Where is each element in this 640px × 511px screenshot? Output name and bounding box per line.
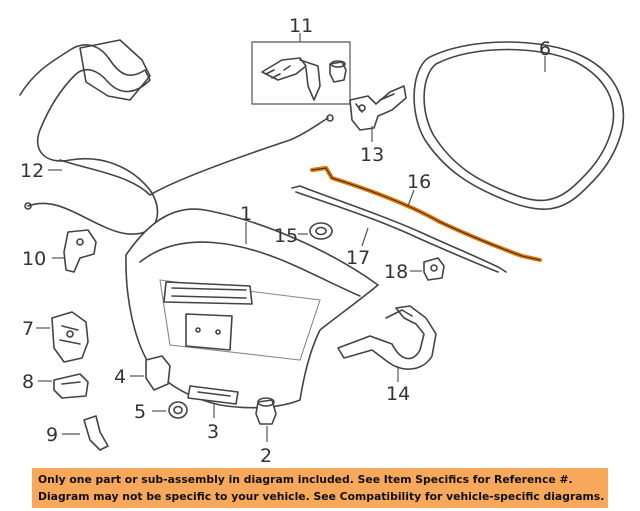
callout-12: 12 [20,160,44,182]
callout-6: 6 [539,38,551,60]
part-10-actuator [52,229,97,273]
callout-8: 8 [22,371,34,393]
disclaimer-line-1: Only one part or sub-assembly in diagram… [38,473,573,486]
part-12-release-cable [19,39,334,235]
callout-4: 4 [114,366,126,388]
callout-11: 11 [289,15,313,37]
callout-18: 18 [384,261,408,283]
part-8-bracket [38,373,89,399]
part-1-trunk-lid [125,208,379,409]
callout-16: 16 [407,171,431,193]
part-16-torsion-bar [309,165,543,263]
part-18-clip [410,257,445,281]
callout-2: 2 [260,445,272,467]
part-3-license-lamp [187,385,239,418]
part-7-latch [36,311,89,363]
callout-17: 17 [346,247,370,269]
callout-9: 9 [46,424,58,446]
part-6-weatherstrip [413,41,625,210]
part-14-hinge [337,305,437,382]
callout-3: 3 [207,421,219,443]
callout-14: 14 [386,383,410,405]
part-15-grommet [298,222,333,240]
part-11-lock-cylinder-keys [251,33,351,105]
callout-5: 5 [134,401,146,423]
part-2-grommet [255,397,277,442]
part-9-clip [62,415,109,451]
part-17-support-rod [291,185,507,273]
callout-10: 10 [22,248,46,270]
part-13-striker [349,85,407,142]
disclaimer-banner: Only one part or sub-assembly in diagram… [32,468,608,508]
callout-1: 1 [240,203,252,225]
disclaimer-line-2: Diagram may not be specific to your vehi… [38,490,605,503]
callout-13: 13 [360,144,384,166]
callout-15: 15 [274,225,298,247]
callout-7: 7 [22,318,34,340]
part-4-bracket [130,355,171,391]
part-5-bumper [152,401,188,419]
